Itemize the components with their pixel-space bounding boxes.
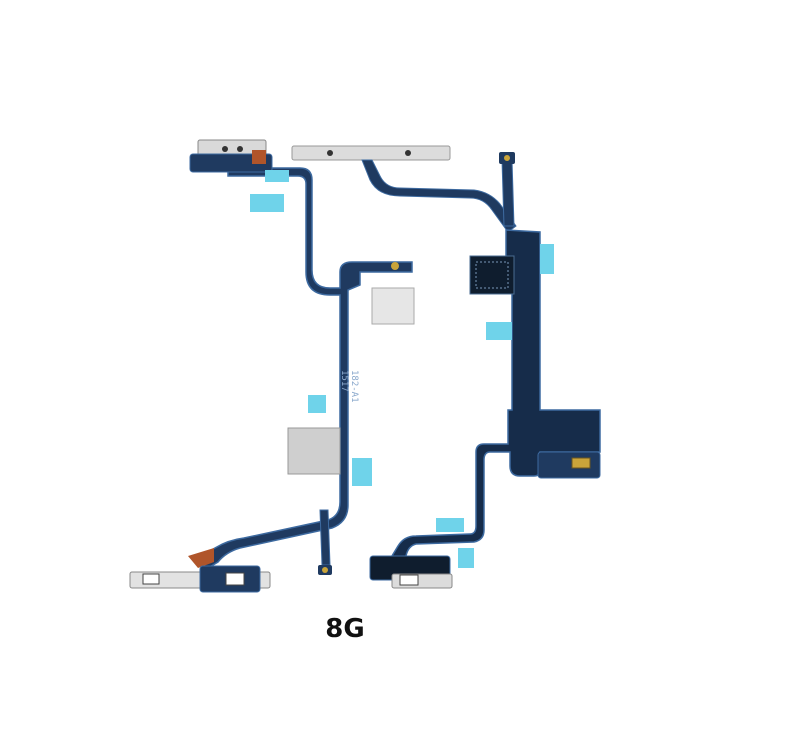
gold-contact — [322, 567, 328, 573]
adhesive-tape — [458, 548, 474, 568]
cable-code-1: 182-A1 — [349, 370, 359, 403]
cable-code-2: 1517 — [339, 370, 349, 392]
power-button-switch — [399, 574, 419, 586]
adhesive-tape — [250, 194, 284, 212]
bottom-branch — [319, 509, 331, 566]
right-flex-cable — [291, 145, 601, 589]
bracket-hole — [327, 150, 333, 156]
bracket-hole — [222, 146, 228, 152]
microphone-module — [571, 457, 591, 469]
caption-label: 8G — [325, 614, 364, 644]
gold-contact — [391, 262, 399, 270]
top-switch-board — [189, 153, 273, 173]
volume-button-switch — [142, 573, 160, 585]
adhesive-tape — [265, 170, 289, 182]
adhesive-tape — [436, 518, 464, 532]
adhesive-tape — [486, 322, 512, 340]
vertical-stub — [501, 159, 515, 227]
adhesive-tape — [540, 244, 554, 274]
metal-stiffener — [371, 287, 415, 325]
volume-button-switch — [225, 572, 245, 586]
left-flex-cable: 182-A1 1517 — [129, 139, 415, 593]
gold-contact — [504, 155, 510, 161]
left-cable-ribbon — [193, 167, 413, 569]
microphone-board — [537, 451, 601, 479]
adhesive-tape — [308, 395, 326, 413]
side-connector-plate — [287, 427, 341, 475]
top-metal-bracket — [291, 145, 451, 161]
bracket-hole — [405, 150, 411, 156]
adhesive-tape — [352, 458, 372, 486]
copper-tail — [188, 548, 214, 568]
bracket-hole — [237, 146, 243, 152]
main-flex-body — [390, 229, 601, 561]
top-copper-pad — [252, 150, 266, 164]
connector-pins — [475, 261, 509, 289]
upper-ribbon — [361, 159, 517, 233]
